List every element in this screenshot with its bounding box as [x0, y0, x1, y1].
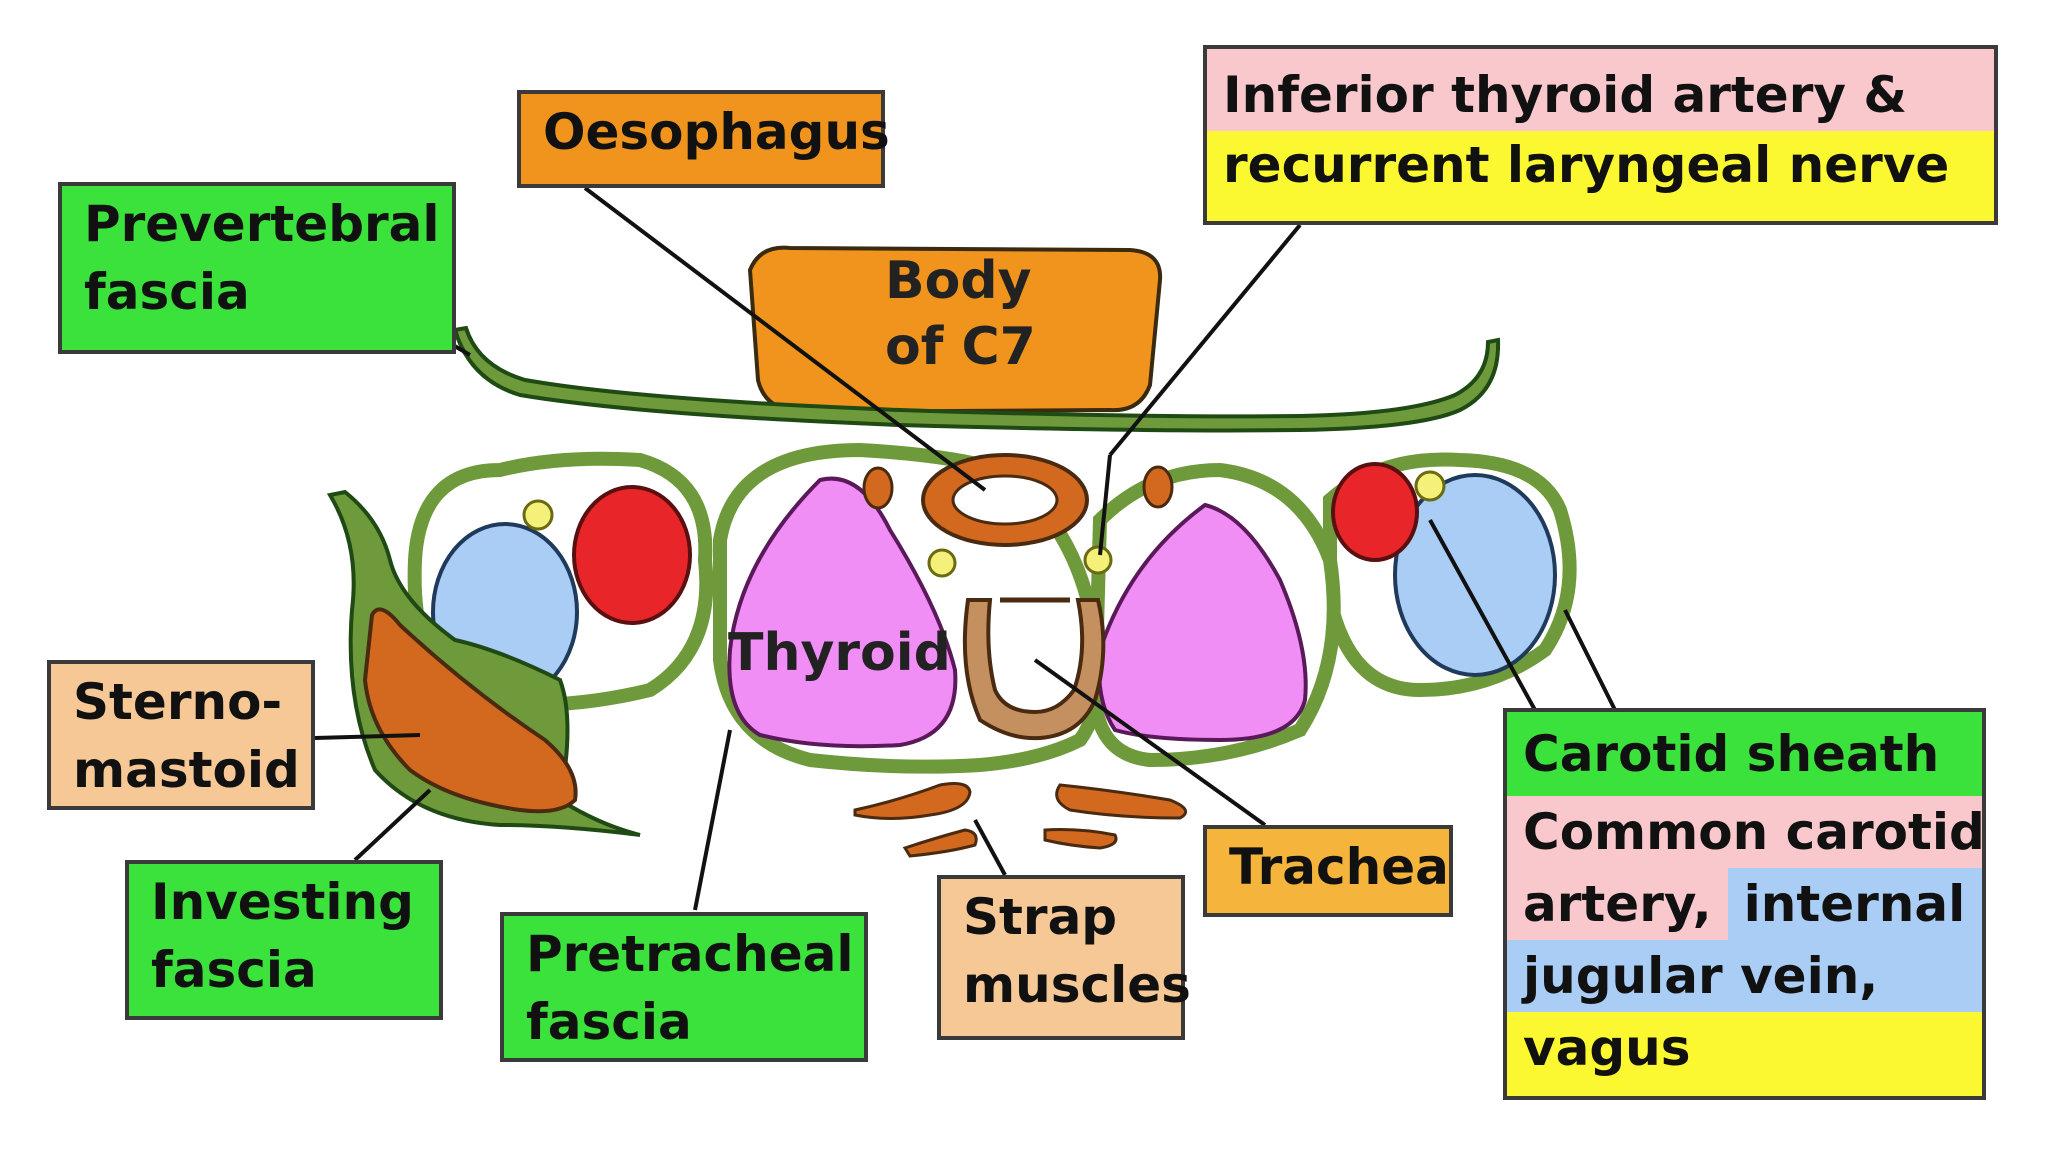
- leader-trachea: [1033, 658, 1267, 827]
- right-thyroid-lobe: [1097, 502, 1308, 743]
- leader-sternomastoid: [314, 733, 421, 740]
- oesophagus-lumen: [951, 474, 1059, 526]
- strap-muscle-2: [1055, 783, 1188, 820]
- carotid-contents-line-2a: artery,: [1507, 868, 1728, 940]
- prevertebral-fascia-label: Prevertebral fascia: [58, 182, 456, 354]
- investing-line-1: Investing: [151, 873, 414, 931]
- carotid-contents-line-3: jugular vein,: [1507, 940, 1982, 1012]
- inferior-thyroid-label: Inferior thyroid artery & recurrent lary…: [1203, 45, 1998, 225]
- carotid-contents-line-4: vagus: [1507, 1012, 1982, 1096]
- leader-carotid-contents: [1428, 519, 1537, 711]
- right-internal-jugular-vein: [1393, 473, 1557, 677]
- thyroid-label: Thyroid: [728, 623, 951, 683]
- left-inferior-thyroid-artery: [862, 466, 894, 510]
- right-vagus-nerve: [1414, 470, 1446, 502]
- leader-inferior-thyroid: [1108, 223, 1302, 457]
- right-recurrent-laryngeal-nerve: [1083, 545, 1113, 575]
- prevertebral-line-2: fascia: [84, 263, 250, 321]
- sternomastoid-muscle: [362, 607, 578, 814]
- body-of-c7-label: Body of C7: [885, 248, 1036, 380]
- strap-muscle-4: [1043, 828, 1118, 850]
- sternomastoid-line-1: Sterno-: [73, 673, 283, 731]
- pretracheal-line-2: fascia: [526, 993, 692, 1051]
- sternomastoid-line-2: mastoid: [73, 741, 300, 799]
- leader-pretracheal: [693, 729, 732, 911]
- inferior-thyroid-line-2: recurrent laryngeal nerve: [1207, 131, 1994, 221]
- leader-carotid-sheath: [1563, 609, 1617, 711]
- leader-inferior-thyroid-nerve: [1098, 454, 1112, 556]
- carotid-sheath-label: Carotid sheath Common carotid artery, in…: [1503, 708, 1986, 1100]
- body-of-c7-line-1: Body: [885, 251, 1032, 311]
- right-common-carotid-artery: [1331, 462, 1419, 562]
- carotid-sheath-title: Carotid sheath: [1507, 712, 1982, 796]
- leader-oesophagus: [583, 186, 987, 492]
- investing-fascia-label: Investing fascia: [125, 860, 443, 1020]
- carotid-contents-line-2b: internal: [1727, 868, 1982, 940]
- sternomastoid-label: Sterno- mastoid: [47, 660, 315, 810]
- left-recurrent-laryngeal-nerve: [927, 548, 957, 578]
- leader-strap: [973, 819, 1007, 876]
- strap-muscle-3: [902, 828, 978, 858]
- pretracheal-fascia-label: Pretracheal fascia: [500, 912, 868, 1062]
- carotid-contents-line-2: artery, internal: [1507, 868, 1982, 940]
- left-thyroid-lobe: [727, 476, 958, 749]
- strap-line-1: Strap: [963, 888, 1118, 946]
- trachea-label: Trachea: [1203, 825, 1453, 917]
- carotid-contents-line-1: Common carotid: [1507, 796, 1985, 868]
- right-inferior-thyroid-artery: [1142, 465, 1174, 509]
- trachea: [962, 598, 1106, 741]
- prevertebral-line-1: Prevertebral: [84, 195, 440, 253]
- strap-line-2: muscles: [963, 956, 1191, 1014]
- inferior-thyroid-line-1: Inferior thyroid artery &: [1207, 49, 1994, 131]
- leader-lines: [314, 186, 1617, 911]
- strap-muscles-label: Strap muscles: [937, 875, 1191, 1040]
- left-common-carotid-artery: [572, 485, 692, 625]
- pretracheal-line-1: Pretracheal: [526, 925, 854, 983]
- strap-muscle-1: [853, 782, 972, 820]
- investing-line-2: fascia: [151, 941, 317, 999]
- body-of-c7-line-2: of C7: [885, 317, 1036, 377]
- leader-investing: [353, 788, 432, 862]
- oesophagus-label: Oesophagus: [517, 90, 890, 188]
- prevertebral-fascia: [452, 325, 1501, 433]
- left-vagus-nerve: [522, 499, 554, 531]
